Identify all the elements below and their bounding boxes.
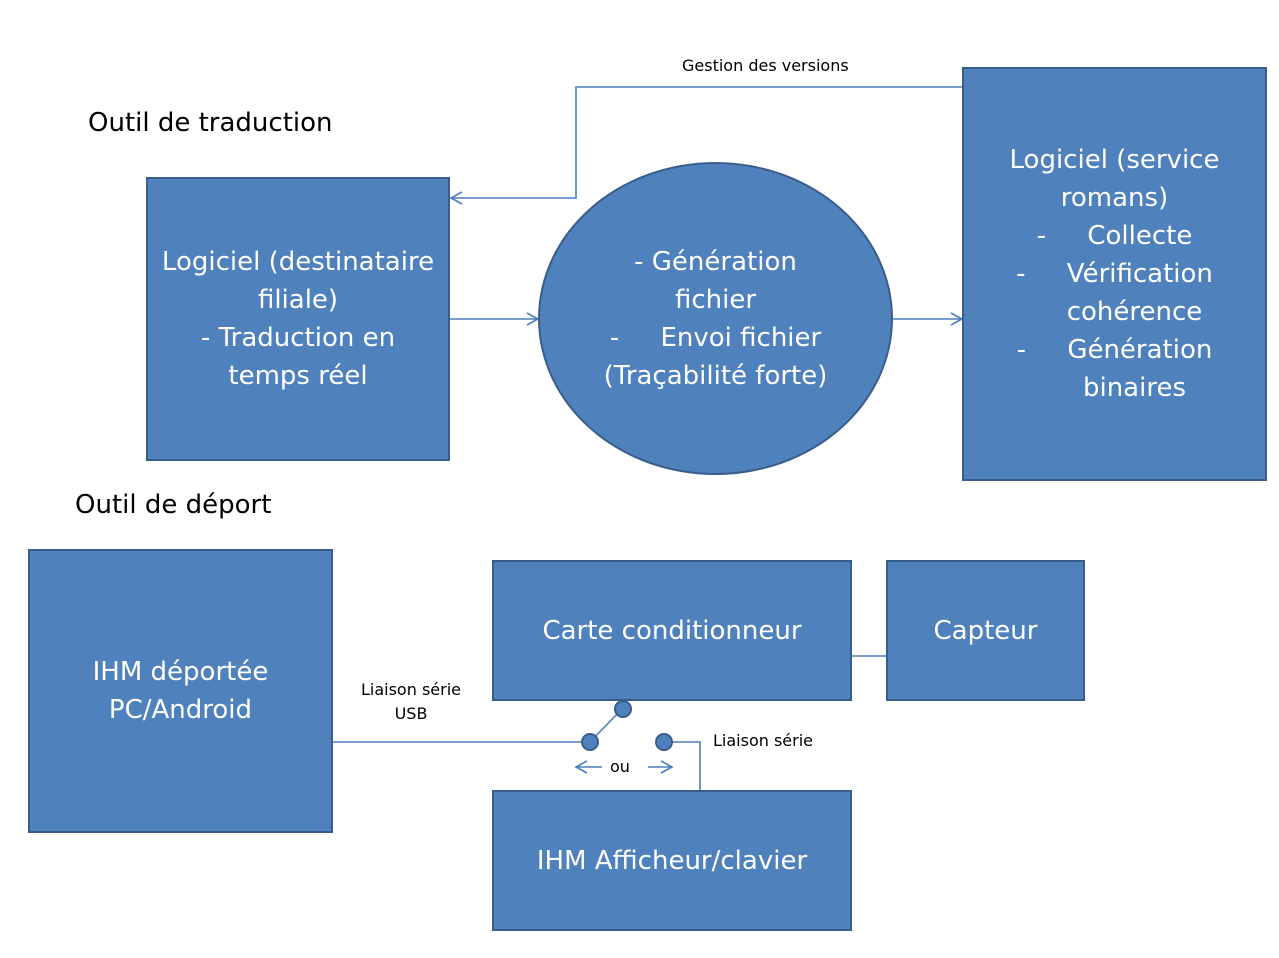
node-text-line: Logiciel (service [1009,145,1220,175]
node-generation-fichier[interactable]: - Génération fichier - Envoi fichier (Tr… [538,162,893,475]
node-text-line: cohérence [1066,297,1203,327]
label-liaison-usb-line: USB [394,704,428,723]
node-text-line: romans) [1060,183,1169,213]
label-liaison-serie: Liaison série [713,731,814,750]
node-text-line: - Vérification [1016,259,1213,289]
node-text-line: - Collecte [1036,221,1193,251]
node-text-line: Capteur [933,615,1038,646]
section-title-translation: Outil de traduction [88,108,333,138]
node-text-line: - Envoi fichier [609,322,822,353]
version-management-connector [449,86,962,205]
label-ou: ou [610,757,630,776]
node-text-line: Logiciel (destinataire [161,247,435,277]
serial-line-afficheur [670,741,701,790]
node-text-line: IHM Afficheur/clavier [536,845,808,876]
node-logiciel-filiale[interactable]: Logiciel (destinataire filiale) - Traduc… [146,177,450,461]
node-capteur[interactable]: Capteur [886,560,1085,701]
node-text-line: PC/Android [108,695,253,725]
switch-contact-right[interactable] [655,733,673,751]
node-text-line: filiale) [257,285,339,315]
node-text-line: binaires [1082,373,1186,403]
node-text-line: Carte conditionneur [542,615,802,646]
label-liaison-usb: Liaison série USB [356,678,466,726]
node-text-line: temps réel [228,361,368,391]
node-text-line: (Traçabilité forte) [603,360,828,391]
node-text-line: - Génération [634,246,797,277]
node-text-line: IHM déportée [92,657,269,687]
section-title-deport: Outil de déport [75,490,272,520]
node-text-line: - Génération [1016,335,1213,365]
switch-contact-left[interactable] [581,733,599,751]
switch-contact-top[interactable] [614,700,632,718]
node-logiciel-service[interactable]: Logiciel (service romans) - Collecte - V… [962,67,1267,481]
node-text-line: - Traduction en [200,323,396,353]
label-gestion-versions: Gestion des versions [682,56,849,75]
label-liaison-usb-line: Liaison série [360,680,461,699]
node-ihm-deportee[interactable]: IHM déportée PC/Android [28,549,333,833]
node-text-line: fichier [674,284,757,315]
node-carte-conditionneur[interactable]: Carte conditionneur [492,560,852,701]
node-ihm-afficheur[interactable]: IHM Afficheur/clavier [492,790,852,931]
